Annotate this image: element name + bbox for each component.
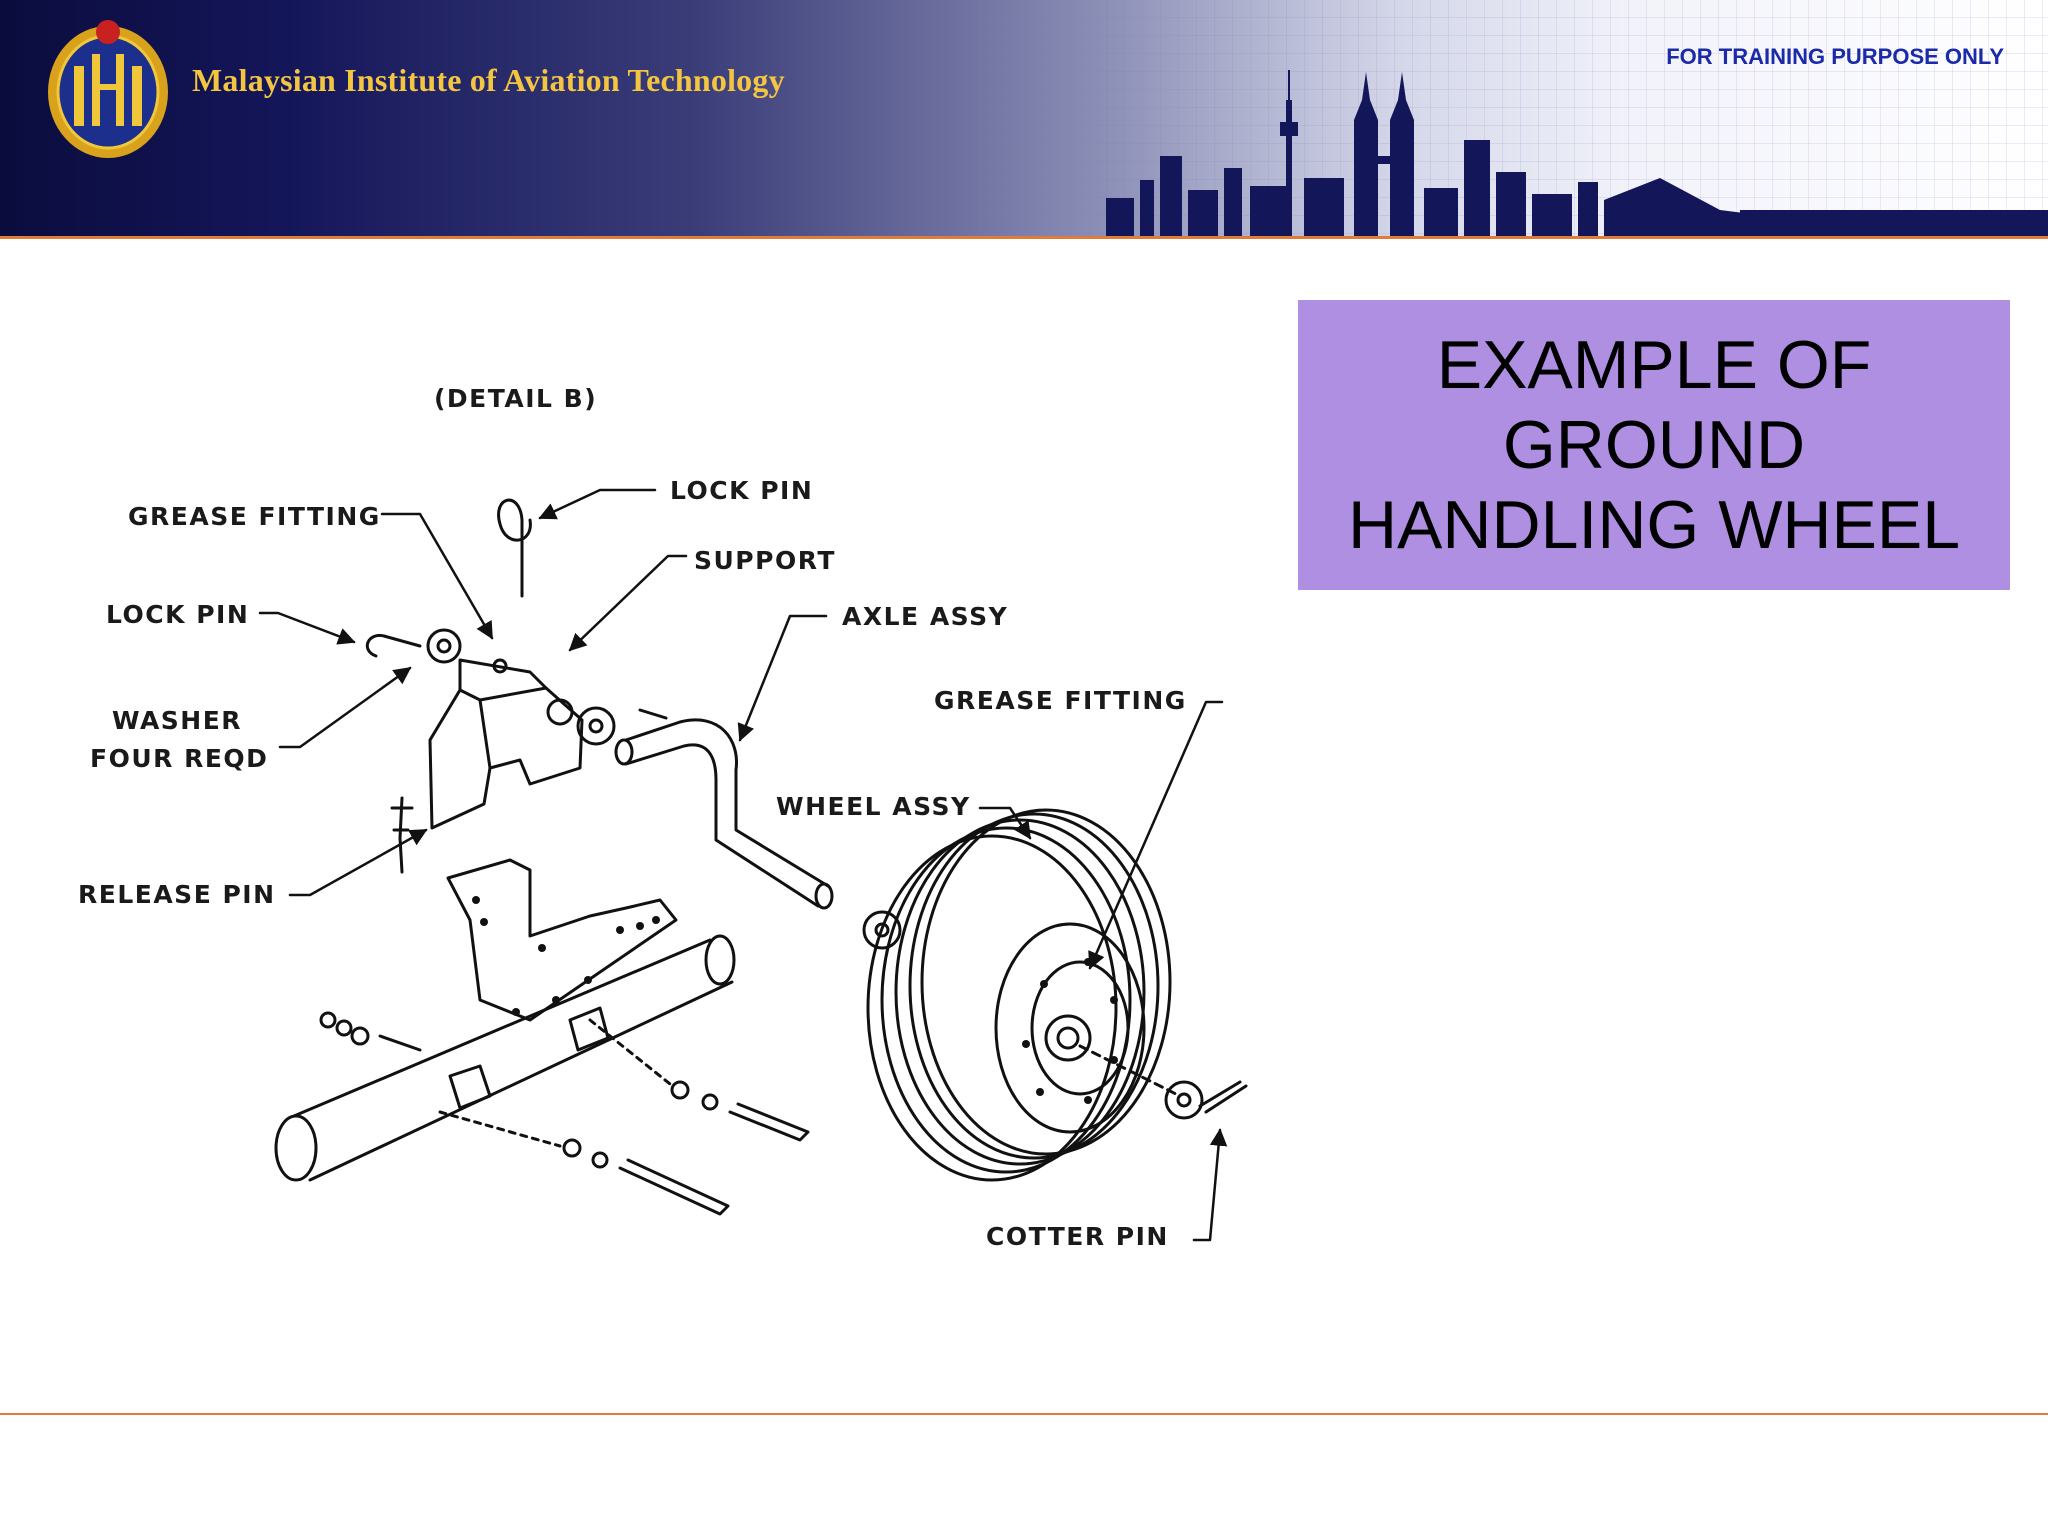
lock-pin-top-label: LOCK PIN [670, 476, 814, 505]
ground-handling-wheel-diagram: (DETAIL B) LOCK PIN GREASE FITTING SUPPO… [60, 360, 1280, 1260]
exploded-view-drawing [258, 488, 1248, 1242]
footer-divider [0, 1413, 2048, 1415]
slide-title-line-3: HANDLING WHEEL [1347, 487, 1961, 563]
washer-label: WASHER [112, 706, 243, 735]
slide-title-line-2: GROUND [1502, 407, 1806, 483]
lock-pin-left-label: LOCK PIN [106, 600, 250, 629]
washer-quantity-label: FOUR REQD [90, 744, 269, 773]
institute-name: Malaysian Institute of Aviation Technolo… [192, 62, 785, 98]
training-notice: FOR TRAINING PURPOSE ONLY [1666, 44, 2004, 69]
grease-fitting-left-label: GREASE FITTING [128, 502, 381, 531]
support-label: SUPPORT [694, 546, 836, 575]
wheel-assy-label: WHEEL ASSY [776, 792, 971, 821]
city-skyline-icon [1106, 70, 2048, 238]
header-banner: Malaysian Institute of Aviation Technolo… [0, 0, 2048, 238]
release-pin-label: RELEASE PIN [78, 880, 276, 909]
cotter-pin-label: COTTER PIN [986, 1222, 1169, 1251]
slide-title-line-1: EXAMPLE OF [1436, 327, 1872, 403]
detail-label: (DETAIL B) [434, 384, 598, 413]
grease-fitting-right-label: GREASE FITTING [934, 686, 1187, 715]
header-divider [0, 236, 2048, 239]
slide-title-box: EXAMPLE OF GROUND HANDLING WHEEL [1298, 300, 2010, 590]
axle-assy-label: AXLE ASSY [842, 602, 1009, 631]
university-crest-icon [48, 20, 168, 158]
